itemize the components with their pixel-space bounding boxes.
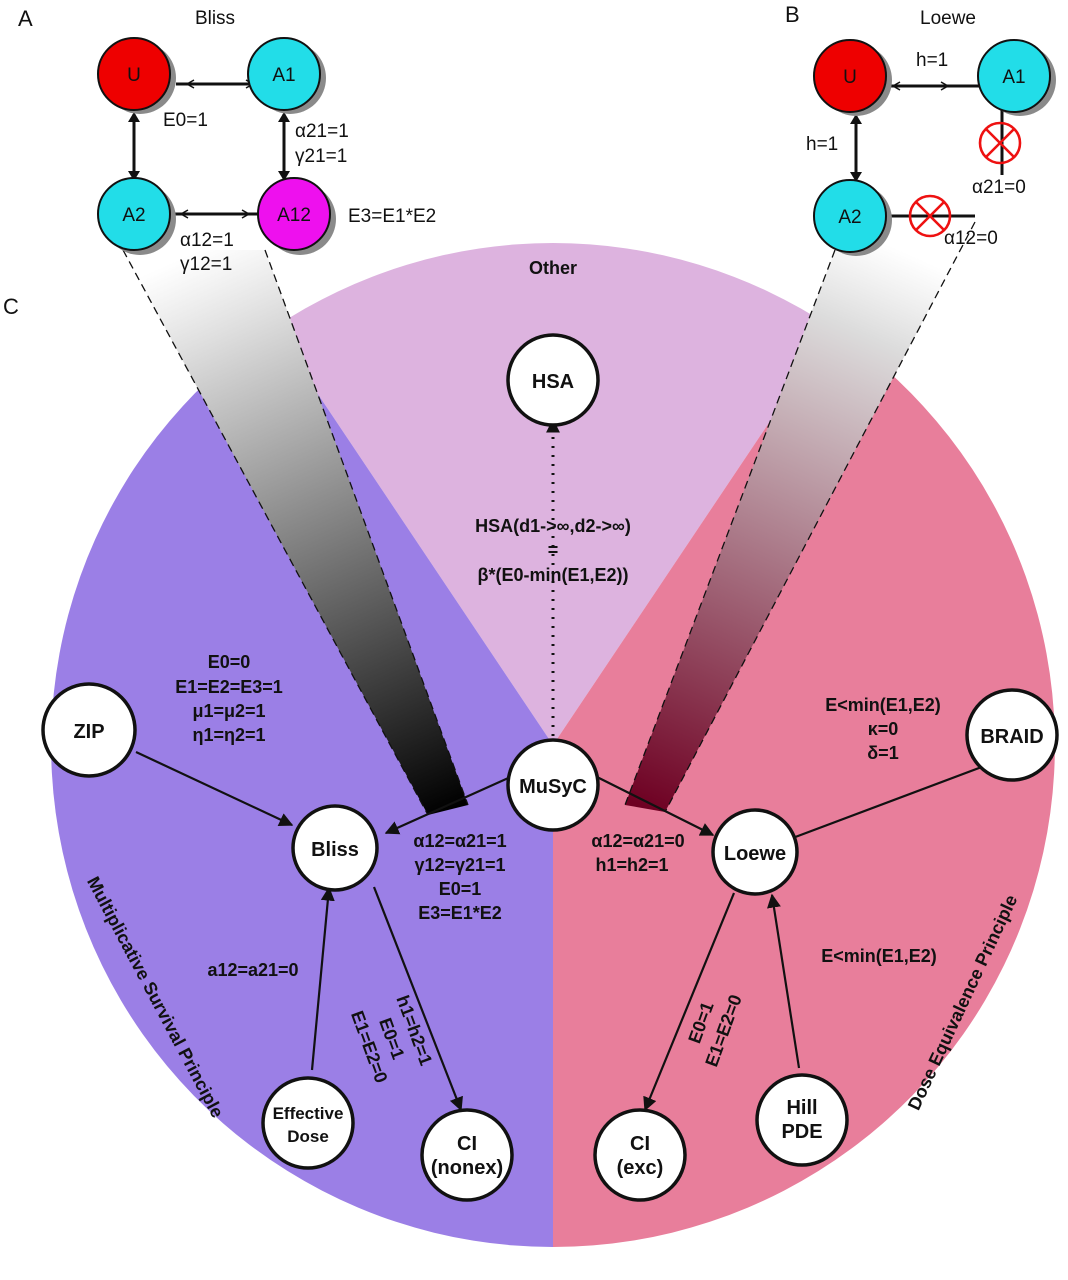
hill-pde-condition: E<min(E1,E2) <box>821 946 937 966</box>
panel-b-title: Loewe <box>920 8 976 29</box>
loewe-h-top: h=1 <box>916 50 948 71</box>
node-ci-exc-label-1: CI <box>630 1133 650 1155</box>
bliss-condition-2: γ12=γ21=1 <box>414 855 505 875</box>
bliss-e0: E0=1 <box>163 110 208 131</box>
loewe-state-a2-label: A2 <box>838 207 861 228</box>
edge-effective-dose-bliss <box>310 886 335 1071</box>
bliss-a12: α12=1 <box>180 230 234 251</box>
bliss-state-a2 <box>97 177 171 251</box>
bliss-beam <box>123 250 468 815</box>
panel-a-title: Bliss <box>195 8 235 29</box>
edge-musyc-bliss <box>384 773 516 835</box>
braid-condition-3: δ=1 <box>867 743 898 763</box>
bliss-state-u <box>97 37 171 111</box>
node-ci-nonex-label-2: (nonex) <box>431 1157 503 1179</box>
loewe-a21: α21=0 <box>972 177 1026 198</box>
node-bliss[interactable] <box>291 804 379 892</box>
principle-circle <box>51 243 1055 1247</box>
panel-a-diagram: U A1 A2 A12 E0=1 α21=1 γ21=1 α12=1 γ12=1… <box>97 37 436 275</box>
loewe-forbidden-a21 <box>978 121 1022 165</box>
node-loewe-label: Loewe <box>724 843 786 865</box>
bliss-e3: E3=E1*E2 <box>348 206 436 227</box>
bliss-beam-edge-right <box>264 249 469 806</box>
sector-other <box>273 243 833 745</box>
bliss-a21: α21=1 <box>295 121 349 142</box>
loewe-condition-2: h1=h2=1 <box>595 855 668 875</box>
loewe-beam <box>625 222 975 812</box>
node-bliss-label: Bliss <box>311 839 359 861</box>
node-zip-label: ZIP <box>73 721 104 743</box>
hsa-condition-2: = <box>548 540 559 560</box>
bliss-condition-1: α12=α21=1 <box>413 831 506 851</box>
node-braid[interactable] <box>965 688 1059 782</box>
node-musyc-label: MuSyC <box>519 776 587 798</box>
panel-a-letter: A <box>18 6 33 31</box>
loewe-beam-edge-right <box>664 221 976 813</box>
bliss-beam-edge-left <box>122 249 429 816</box>
panel-b-letter: B <box>785 2 800 27</box>
node-ci-nonex-label-1: CI <box>457 1133 477 1155</box>
bliss-g21: γ21=1 <box>295 146 347 167</box>
node-hsa[interactable] <box>506 333 600 427</box>
bliss-state-a1-label: A1 <box>272 65 295 86</box>
bliss-condition-4: E3=E1*E2 <box>418 903 502 923</box>
bliss-state-a2-label: A2 <box>122 205 145 226</box>
braid-condition-1: E<min(E1,E2) <box>825 695 941 715</box>
bliss-state-a1 <box>247 37 321 111</box>
loewe-edge-arrowheads <box>850 114 862 182</box>
node-zip[interactable] <box>41 682 137 778</box>
loewe-condition-1: α12=α21=0 <box>591 831 684 851</box>
hsa-condition-1: HSA(d1->∞,d2->∞) <box>475 516 631 536</box>
node-hsa-label: HSA <box>532 371 574 393</box>
loewe-state-a2 <box>813 179 887 253</box>
node-effective-dose[interactable] <box>261 1076 355 1170</box>
zip-condition-2: E1=E2=E3=1 <box>175 677 283 697</box>
loewe-beam-edge-left <box>624 249 836 806</box>
bliss-edge-arrowheads <box>128 112 290 181</box>
panel-b-diagram: U A1 A2 h=1 h=1 α21=0 α12=0 <box>806 39 1056 256</box>
node-musyc[interactable] <box>506 738 600 832</box>
edge-hill-pde-loewe <box>767 893 801 1069</box>
edge-bliss-ci-nonex <box>372 886 463 1112</box>
edge-zip-bliss <box>135 751 294 826</box>
bliss-state-u-label: U <box>127 65 141 86</box>
bliss-condition-3: E0=1 <box>439 879 482 899</box>
hsa-condition-3: β*(E0-min(E1,E2)) <box>477 565 628 585</box>
bliss-state-a12 <box>257 177 331 251</box>
loewe-state-u <box>813 39 887 113</box>
node-braid-label: BRAID <box>980 726 1043 748</box>
bliss-state-a12-label: A12 <box>277 205 311 226</box>
sector-title-other: Other <box>529 258 577 278</box>
sector-multiplicative <box>51 328 553 1247</box>
node-ci-exc[interactable] <box>593 1108 687 1202</box>
loewe-forbidden-a12 <box>908 194 952 238</box>
bliss-g12: γ12=1 <box>180 254 232 275</box>
effective-dose-condition: a12=a21=0 <box>207 960 298 980</box>
node-loewe[interactable] <box>711 808 799 896</box>
node-effective-dose-label-1: Effective <box>273 1104 344 1123</box>
node-ci-exc-label-2: (exc) <box>617 1157 664 1179</box>
zip-condition-1: E0=0 <box>208 652 251 672</box>
edge-braid-loewe <box>780 760 996 845</box>
node-hill-pde-label-2: PDE <box>781 1121 822 1143</box>
panel-c-letter: C <box>3 294 19 319</box>
zip-condition-3: μ1=μ2=1 <box>192 701 265 721</box>
node-hill-pde-label-1: Hill <box>786 1097 817 1119</box>
edge-musyc-loewe <box>592 774 715 836</box>
braid-condition-2: κ=0 <box>868 719 899 739</box>
loewe-state-a1-label: A1 <box>1002 67 1025 88</box>
node-hill-pde[interactable] <box>755 1073 849 1167</box>
edge-loewe-ci-exc <box>643 892 736 1112</box>
zip-condition-4: η1=η2=1 <box>192 725 265 745</box>
node-ci-nonex[interactable] <box>420 1108 514 1202</box>
sector-dose-equivalence <box>553 328 1055 1247</box>
loewe-state-a1 <box>977 39 1051 113</box>
node-effective-dose-label-2: Dose <box>287 1127 329 1146</box>
loewe-state-u-label: U <box>843 67 857 88</box>
loewe-h-left: h=1 <box>806 134 838 155</box>
loewe-a12: α12=0 <box>944 228 998 249</box>
